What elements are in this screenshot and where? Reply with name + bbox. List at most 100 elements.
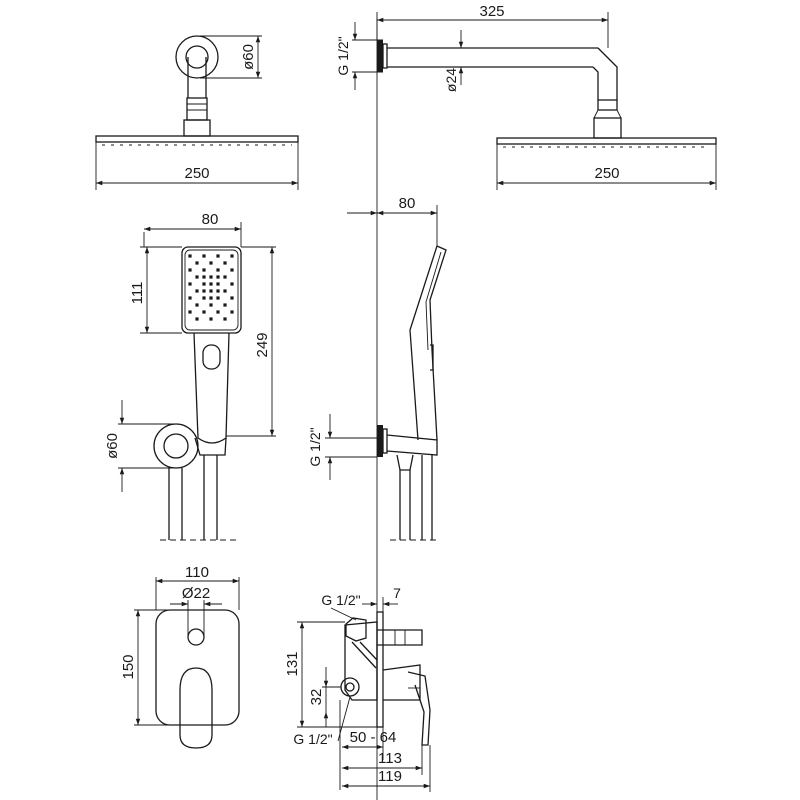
arm-curve xyxy=(187,57,207,98)
overhead-shower-front-view: ø60 250 xyxy=(95,35,299,190)
mixer-side-view: G 1/2" 7 131 32 G 1/2" 50 - 64 113 119 xyxy=(284,585,431,792)
mixer-lever xyxy=(179,667,213,749)
wall-connector-top xyxy=(377,40,383,72)
dim-hand-head-height: 111 xyxy=(129,282,146,305)
overhead-shower-side-view: 325 G 1/2" ø24 250 xyxy=(335,3,717,190)
nozzle xyxy=(202,254,206,258)
nozzle xyxy=(223,317,227,321)
nozzle xyxy=(195,261,199,265)
nozzle xyxy=(195,289,199,293)
nozzle xyxy=(188,268,192,272)
dim-mixer-width: 110 xyxy=(185,564,209,581)
mixer-lever-side xyxy=(382,664,421,701)
nozzle xyxy=(202,282,206,286)
hand-shower-handle xyxy=(193,332,230,444)
nozzle xyxy=(223,275,227,279)
dim-hand-thread: G 1/2" xyxy=(307,427,323,466)
hand-shower-nozzles xyxy=(188,254,234,321)
dim-mixer-thread-bottom: G 1/2" xyxy=(293,731,332,747)
nozzle xyxy=(188,254,192,258)
dim-holder-diameter: ø60 xyxy=(104,433,121,459)
dim-arm-diameter: ø24 xyxy=(443,68,459,92)
holder-inner xyxy=(163,433,189,459)
hand-shower-head xyxy=(181,246,242,334)
nozzle xyxy=(216,282,220,286)
dim-mixer-hole: Ø22 xyxy=(182,585,210,602)
dim-overhead-side-width: 250 xyxy=(594,165,619,182)
holder-cradle xyxy=(194,437,227,456)
hose-side xyxy=(399,455,433,540)
mixer-body xyxy=(344,621,378,701)
nozzle xyxy=(209,317,213,321)
nozzle xyxy=(202,296,206,300)
dim-overhead-thread: G 1/2" xyxy=(335,36,351,75)
hand-shower-side-view: 80 G 1/2" xyxy=(307,195,447,541)
nozzle xyxy=(230,268,234,272)
nozzle xyxy=(209,303,213,307)
nozzle xyxy=(209,261,213,265)
nozzle xyxy=(195,275,199,279)
dim-mixer-depth-119: 119 xyxy=(378,768,402,785)
diverter-knob xyxy=(187,628,205,646)
nozzle xyxy=(188,296,192,300)
nozzle xyxy=(202,310,206,314)
nozzle xyxy=(230,282,234,286)
nozzle xyxy=(209,296,213,300)
nozzle xyxy=(216,268,220,272)
dim-hand-width: 80 xyxy=(202,211,219,228)
head-connector-side xyxy=(593,117,622,139)
dim-overhead-front-width: 250 xyxy=(184,165,209,182)
nozzle xyxy=(209,289,213,293)
nozzle xyxy=(223,289,227,293)
mixer-wall-plate xyxy=(376,611,384,728)
mixer-bottom-inlet xyxy=(340,677,360,697)
holder-side-flange xyxy=(382,428,388,454)
nozzle xyxy=(230,296,234,300)
head-connector xyxy=(183,119,211,137)
hand-shower-front-view: 80 111 249 ø60 xyxy=(104,211,276,541)
wall-flange-inner xyxy=(185,45,209,69)
dim-mixer-depth-113: 113 xyxy=(378,750,402,767)
dim-hand-total-height: 249 xyxy=(254,332,271,357)
hand-shower-side-profile xyxy=(409,245,447,441)
dim-overhead-front-diameter: ø60 xyxy=(240,44,257,70)
dim-mixer-offset: 32 xyxy=(308,689,325,706)
nozzle xyxy=(216,296,220,300)
dim-mixer-depth-range: 50 - 64 xyxy=(350,729,397,746)
mixer-lever-grip xyxy=(407,671,431,746)
nozzle xyxy=(195,317,199,321)
nozzle xyxy=(195,303,199,307)
hand-shower-button xyxy=(202,344,221,370)
nozzle xyxy=(216,275,220,279)
arm-joint-side xyxy=(597,99,618,111)
nozzle xyxy=(209,282,213,286)
hose-side-connector xyxy=(396,454,414,471)
wall-flange-outer xyxy=(175,35,219,79)
nozzle xyxy=(202,275,206,279)
dim-hand-projection: 80 xyxy=(399,195,416,212)
wall-connector-middle xyxy=(377,425,383,457)
nozzle xyxy=(202,268,206,272)
hose-front xyxy=(168,455,218,540)
nozzle xyxy=(223,303,227,307)
dim-mixer-side-height: 131 xyxy=(284,651,301,676)
rain-head-side-plate xyxy=(496,137,717,145)
holder-side-body xyxy=(386,434,438,456)
mixer-cover-plate xyxy=(155,609,240,726)
nozzle xyxy=(223,261,227,265)
dim-mixer-height: 150 xyxy=(120,654,137,679)
nozzle xyxy=(209,275,213,279)
dim-mixer-thread-top: G 1/2" xyxy=(321,592,360,608)
rain-head-plate xyxy=(95,135,299,143)
nozzle xyxy=(230,254,234,258)
nozzle xyxy=(188,282,192,286)
nozzle xyxy=(216,289,220,293)
dim-mixer-wall: 7 xyxy=(393,585,401,601)
mixer-front-view: 110 Ø22 150 xyxy=(120,564,240,749)
nozzle xyxy=(230,310,234,314)
nozzle xyxy=(216,310,220,314)
holder-outer xyxy=(153,423,199,469)
nozzle xyxy=(216,254,220,258)
arm-bend xyxy=(592,47,618,100)
